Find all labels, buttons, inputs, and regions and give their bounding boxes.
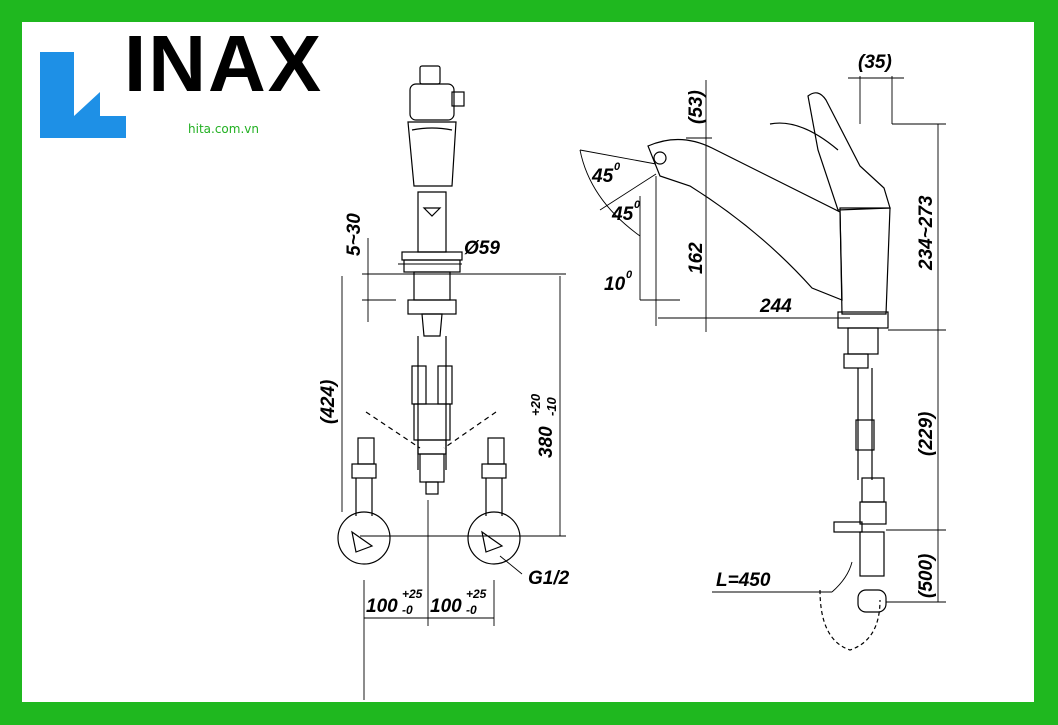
spacing-left-tol-plus: +25	[402, 587, 423, 601]
spout-top-label: (53)	[686, 90, 707, 124]
total-height-label: (424)	[318, 380, 339, 424]
spacing-right-tol-plus: +25	[466, 587, 487, 601]
inax-logo-icon	[40, 52, 126, 138]
angle-down-degree: 0	[634, 199, 641, 211]
body-diameter-label: Ø59	[464, 238, 500, 259]
angle-tilt-degree: 0	[626, 269, 633, 281]
website-text: hita.com.vn	[188, 122, 259, 136]
spacing-left-label: 100	[366, 596, 398, 617]
spacing-right-label: 100	[430, 596, 462, 617]
connection-tol-minus-label: -10	[544, 396, 559, 416]
hose-length-label: L=450	[716, 570, 771, 591]
spacing-left-tol-minus: -0	[402, 603, 413, 617]
connection-height-label: 380	[536, 426, 557, 458]
angle-down-label: 45	[611, 204, 634, 225]
spacing-right-tol-minus: -0	[466, 603, 477, 617]
drawing-sheet	[22, 22, 1034, 702]
front-view-dimensions	[341, 238, 566, 700]
brand-name: INAX	[124, 19, 324, 108]
side-view-faucet	[647, 92, 891, 651]
under-height-label: (229)	[916, 412, 937, 456]
mount-thickness-label: 5~30	[344, 213, 365, 256]
hose-drop-label: (500)	[916, 554, 937, 598]
body-height-label: 234~273	[916, 195, 937, 271]
lever-offset-label: (35)	[858, 52, 892, 73]
angle-up-degree: 0	[614, 161, 621, 173]
thread-size-label: G1/2	[528, 568, 570, 589]
spout-height-label: 162	[686, 242, 707, 274]
side-view-dimensions	[579, 76, 946, 603]
connection-tol-plus-label: +20	[528, 393, 543, 416]
angle-up-label: 45	[591, 166, 614, 187]
angle-tilt-label: 10	[604, 274, 626, 295]
spout-reach-label: 244	[759, 296, 792, 317]
front-view-faucet	[337, 65, 521, 565]
